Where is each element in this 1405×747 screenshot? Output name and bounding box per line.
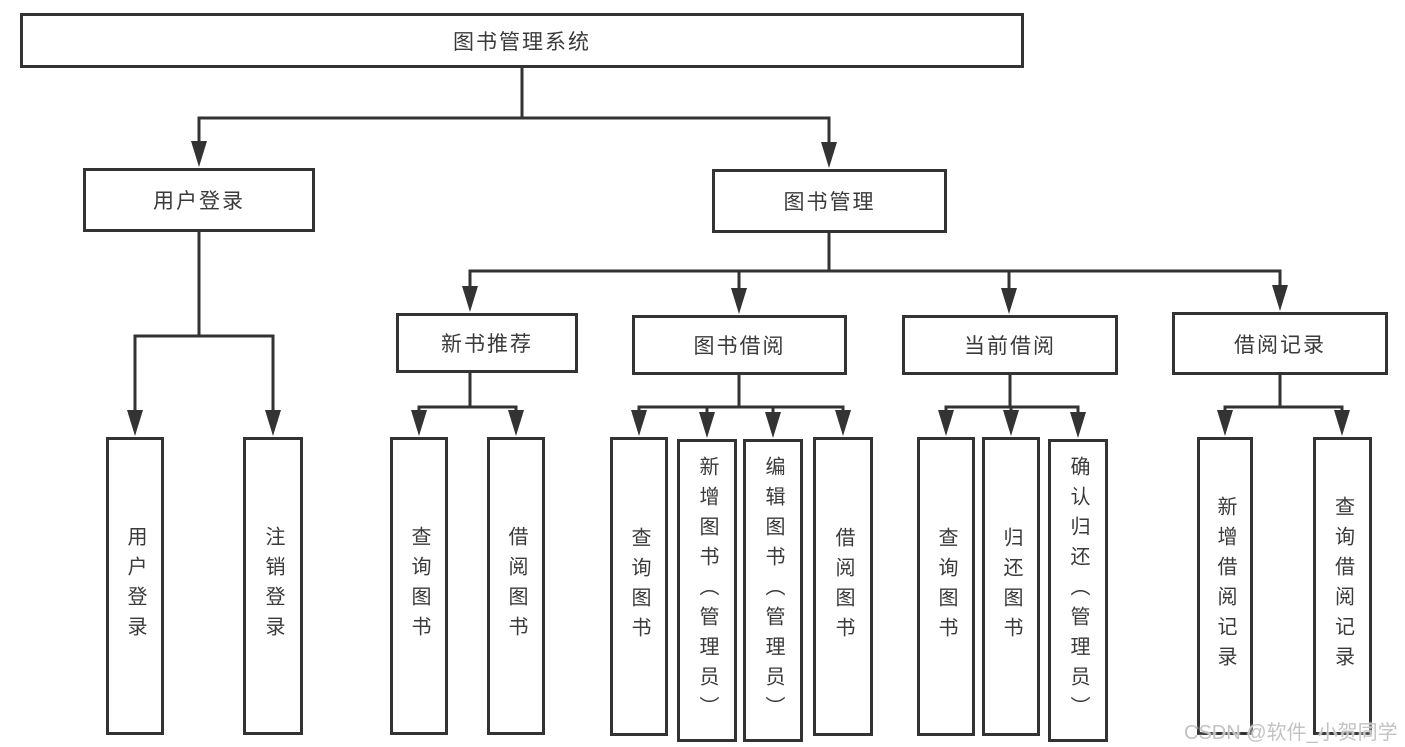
leaf-user-login: 用户登录 [106, 437, 164, 735]
node-current-borrowing: 当前借阅 [902, 315, 1118, 375]
arrowhead-icon [1334, 410, 1350, 436]
arrowhead-icon [1217, 410, 1233, 436]
leaf-label: 确认归还（管理员） [1067, 455, 1089, 726]
arrowhead-icon [938, 410, 954, 436]
arrowhead-icon [821, 142, 837, 168]
leaf-borrow-books-newbooks: 借阅图书 [487, 437, 545, 735]
node-root-system: 图书管理系统 [20, 13, 1024, 68]
connector-newbooks-to-leaves [417, 371, 518, 416]
leaf-label: 借阅图书 [505, 526, 527, 646]
node-label: 当前借阅 [964, 335, 1056, 358]
arrowhead-icon [699, 412, 715, 438]
leaf-label: 新增借阅记录 [1214, 496, 1236, 676]
connector-bookborrow-to-leaves [637, 373, 845, 418]
connector-currentborrow-to-leaves [944, 373, 1080, 418]
leaf-query-books-current: 查询图书 [917, 437, 975, 736]
connector-bookmgmt-to-level3 [468, 231, 1282, 294]
arrowhead-icon [411, 410, 427, 436]
leaf-label: 新增图书（管理员） [696, 455, 718, 726]
leaf-label: 编辑图书（管理员） [762, 455, 784, 726]
node-label: 借阅记录 [1234, 333, 1326, 357]
arrowhead-icon [265, 410, 281, 436]
node-label: 用户登录 [153, 190, 245, 213]
leaf-label: 归还图书 [1000, 526, 1022, 647]
node-user-login: 用户登录 [83, 168, 315, 232]
node-borrowing-records: 借阅记录 [1172, 312, 1388, 375]
leaf-logout: 注销登录 [243, 437, 303, 735]
csdn-watermark: CSDN @软件_小贺同学 [1184, 722, 1398, 744]
arrowhead-icon [1001, 288, 1017, 314]
leaf-query-borrow-record: 查询借阅记录 [1313, 437, 1372, 735]
connector-borrowrecords-to-leaves [1223, 373, 1344, 416]
connector-root-to-level2 [197, 64, 831, 148]
connector-userlogin-to-leaves [133, 230, 275, 416]
leaf-add-books-admin: 新增图书（管理员） [677, 439, 737, 742]
arrowhead-icon [1070, 412, 1086, 438]
node-label: 图书借阅 [693, 335, 786, 358]
arrowhead-icon [835, 410, 851, 436]
leaf-label: 用户登录 [124, 526, 146, 646]
arrowhead-icon [462, 286, 478, 312]
leaf-query-books-newbooks: 查询图书 [390, 437, 448, 735]
leaf-borrow-books-borrowing: 借阅图书 [813, 437, 873, 736]
arrowhead-icon [191, 141, 207, 167]
node-new-book-recommend: 新书推荐 [396, 313, 578, 373]
leaf-edit-books-admin: 编辑图书（管理员） [743, 439, 803, 742]
leaf-label: 查询图书 [408, 526, 430, 646]
leaf-return-books: 归还图书 [982, 437, 1040, 736]
node-book-borrowing: 图书借阅 [632, 315, 847, 375]
node-label: 新书推荐 [441, 333, 533, 356]
leaf-add-borrow-record: 新增借阅记录 [1197, 437, 1253, 735]
leaf-confirm-return-admin: 确认归还（管理员） [1048, 439, 1108, 742]
arrowhead-icon [731, 288, 747, 314]
leaf-label: 借阅图书 [832, 526, 854, 647]
arrowhead-icon [765, 412, 781, 438]
node-label: 图书管理 [783, 191, 876, 214]
leaf-query-books-borrowing: 查询图书 [610, 437, 668, 736]
leaf-label: 查询借阅记录 [1331, 496, 1354, 676]
node-label: 图书管理系统 [453, 30, 591, 54]
leaf-label: 注销登录 [262, 526, 284, 646]
arrowhead-icon [127, 410, 143, 436]
arrowhead-icon [1003, 410, 1019, 436]
leaf-label: 查询图书 [628, 526, 650, 647]
arrowhead-icon [631, 410, 647, 436]
arrowhead-icon [508, 410, 524, 436]
node-book-management: 图书管理 [712, 169, 947, 233]
leaf-label: 查询图书 [935, 526, 957, 647]
arrowhead-icon [1272, 285, 1288, 311]
